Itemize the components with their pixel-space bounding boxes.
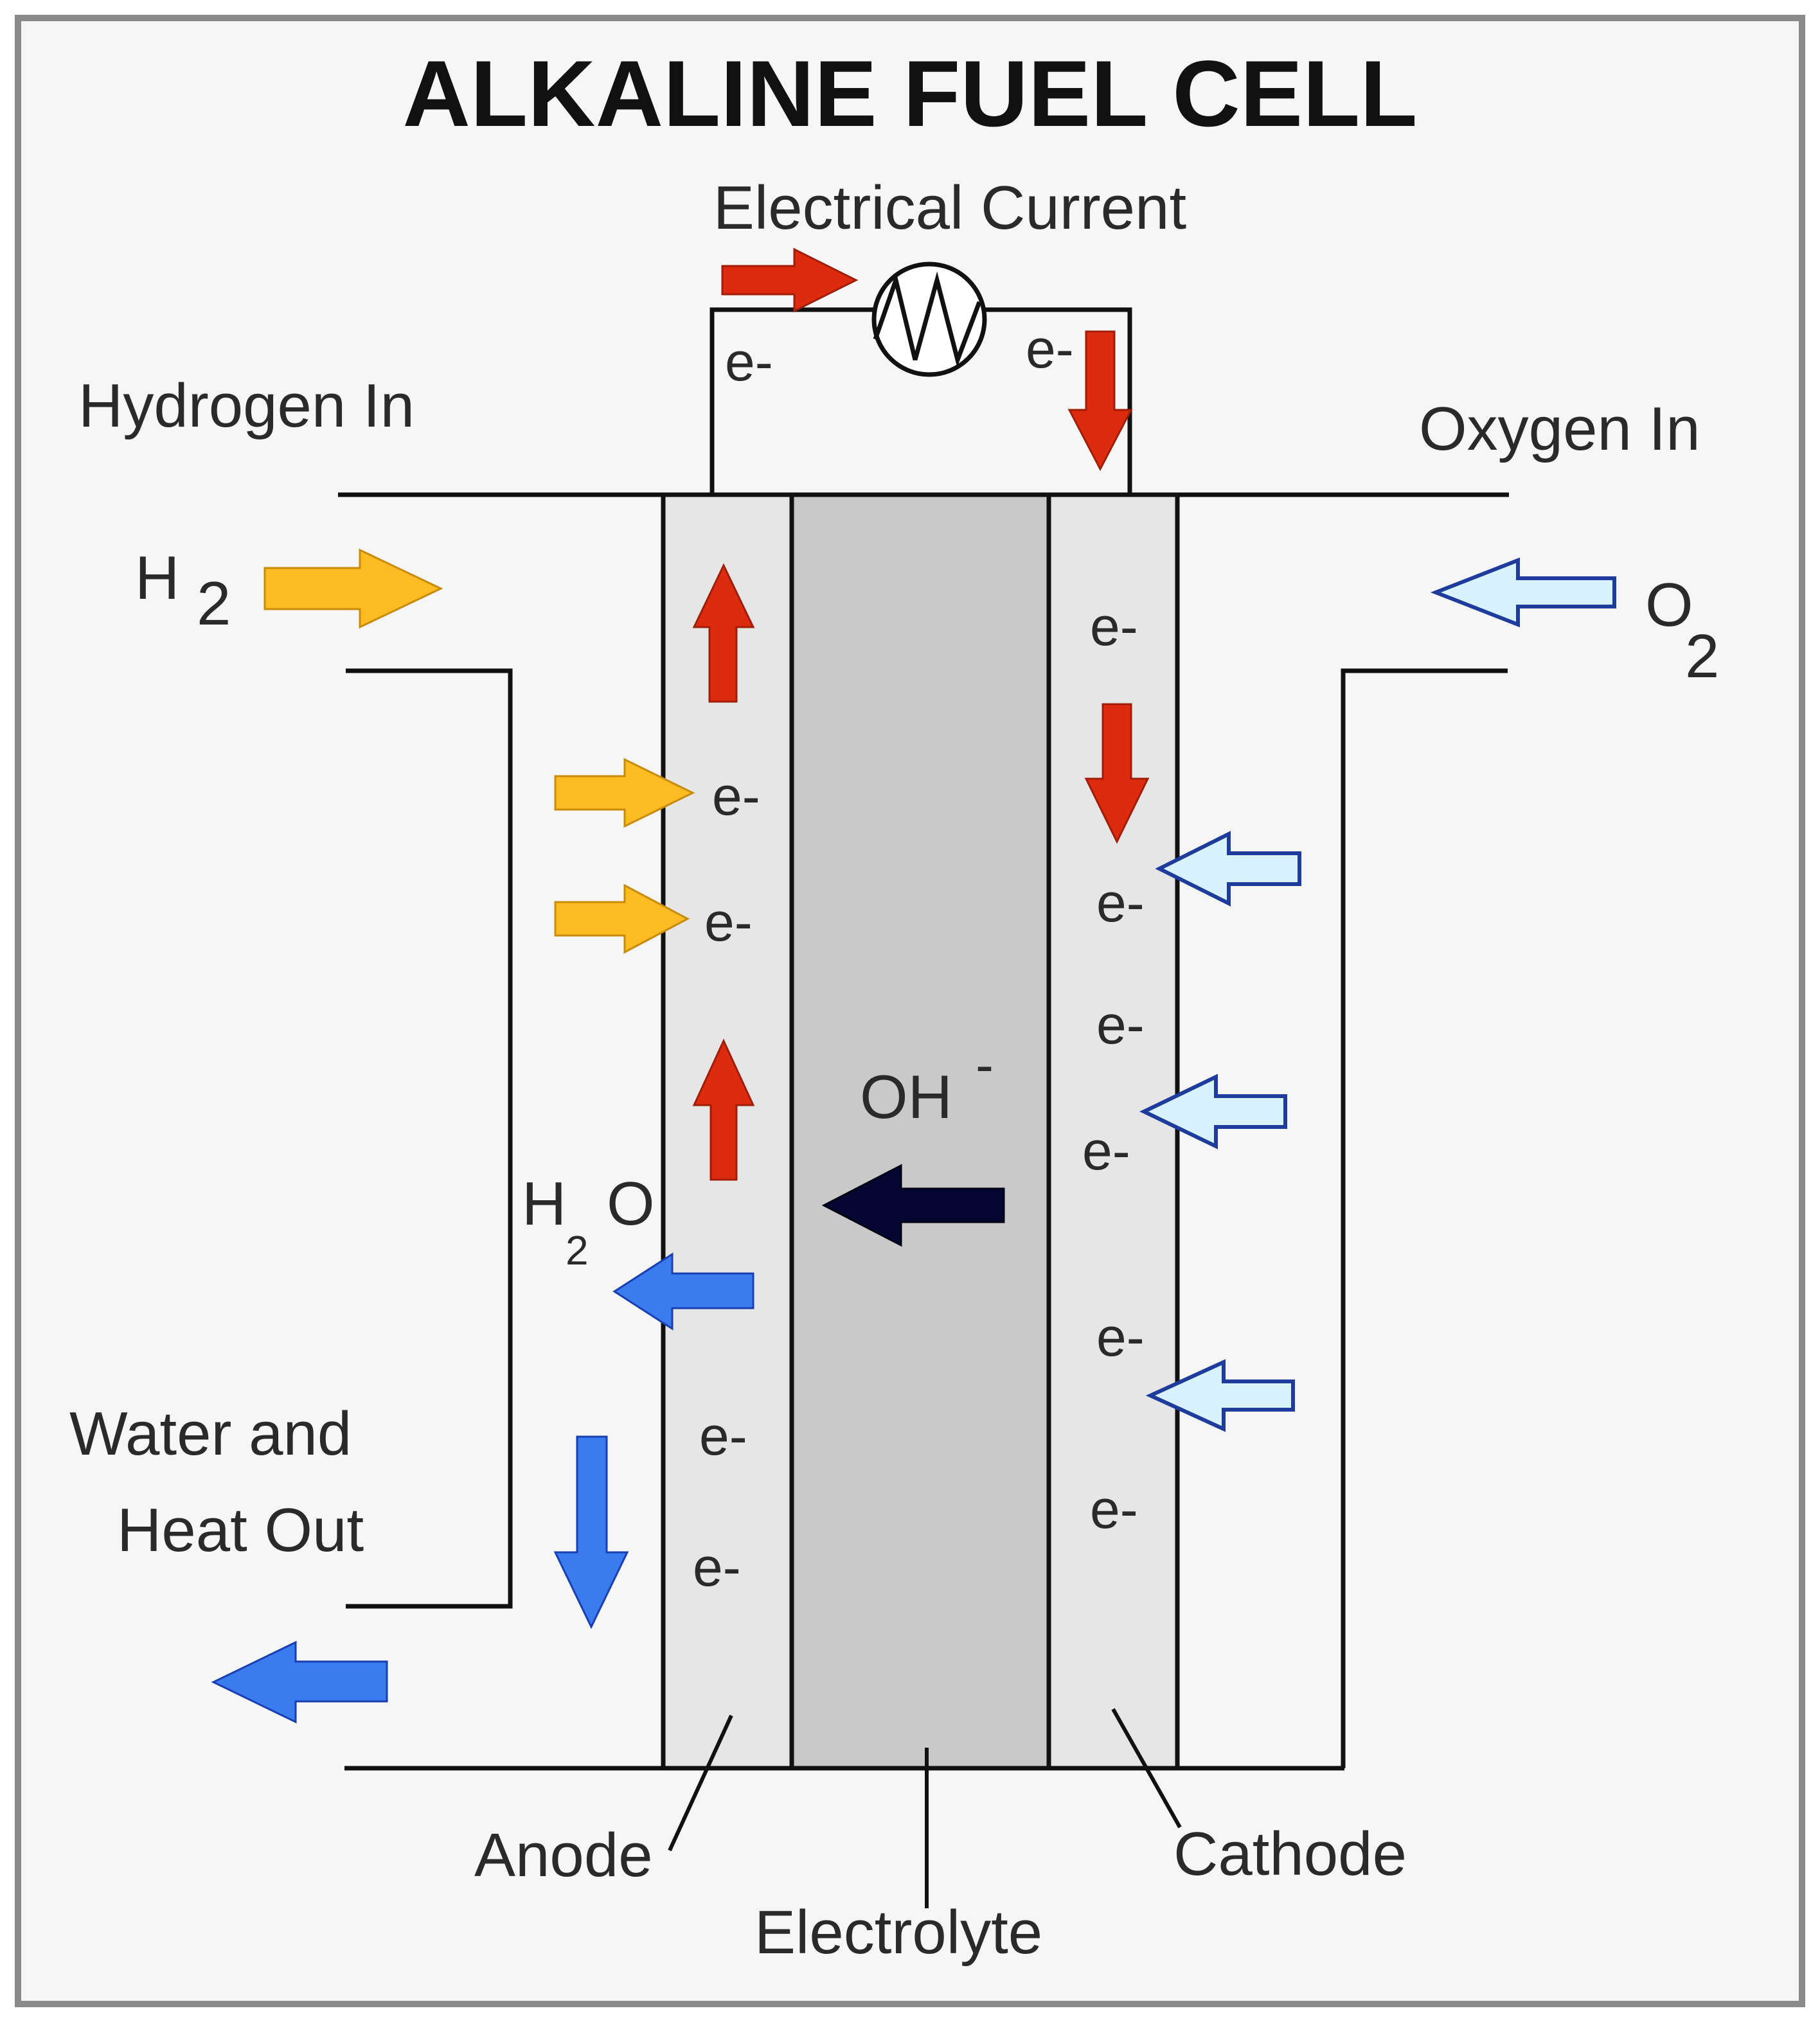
o2-subscript: 2 [1685, 622, 1719, 691]
water-heat-out-label-line2: Heat Out [117, 1496, 364, 1565]
electron-cathode-4: e- [1082, 1121, 1130, 1181]
diagram-title: ALKALINE FUEL CELL [403, 41, 1418, 146]
o2-label: O 2 [1645, 571, 1719, 691]
current-arrow-right [721, 247, 859, 313]
electrolyte-label: Electrolyte [754, 1898, 1042, 1967]
hydrogen-in-label: Hydrogen In [78, 371, 415, 440]
water-arrow-down [553, 1435, 629, 1629]
h2-base: H [135, 544, 179, 612]
current-arrow-down [1067, 330, 1133, 472]
electron-cathode-6: e- [1090, 1479, 1138, 1539]
electron-flow-arrow-cathode [1084, 703, 1150, 844]
electron-anode-1: e- [712, 766, 760, 826]
electron-circuit-right: e- [1026, 319, 1074, 379]
electron-cathode-2: e- [1096, 873, 1145, 933]
electron-cathode-1: e- [1090, 596, 1138, 657]
hydroxide-base: OH [860, 1063, 952, 1131]
cathode-label: Cathode [1173, 1820, 1407, 1888]
anode-label: Anode [474, 1821, 653, 1890]
oxygen-in-arrow [1430, 557, 1616, 628]
cathode-layer [1046, 492, 1180, 1771]
electron-anode-3: e- [699, 1406, 747, 1466]
electrolyte-layer [789, 492, 1051, 1771]
electron-flow-arrow-anode-2 [692, 1038, 755, 1181]
circuit-label: Electrical Current [713, 173, 1186, 242]
hydrogen-arrow-anode-1 [554, 758, 695, 828]
oxygen-arrow-cathode-2 [1139, 1074, 1287, 1149]
hydrogen-arrow-anode-2 [554, 883, 690, 954]
o2-base: O [1645, 571, 1693, 639]
water-heat-out-label-line1: Water and [69, 1399, 352, 1468]
callout-lines [668, 1708, 1182, 1908]
load-resistor-icon [871, 262, 987, 377]
h2o-o: O [607, 1169, 655, 1238]
h2o-subscript: 2 [566, 1227, 589, 1273]
electron-flow-arrow-anode-1 [692, 563, 755, 703]
electron-circuit-left: e- [725, 332, 773, 392]
electron-cathode-5: e- [1096, 1307, 1145, 1367]
external-circuit [709, 307, 1132, 495]
h2-label: H 2 [135, 544, 231, 638]
h2o-label: H 2 O [522, 1169, 655, 1273]
water-heat-out-arrow [211, 1640, 388, 1724]
water-arrow-anode [612, 1252, 754, 1331]
electron-anode-2: e- [704, 892, 753, 952]
h2o-h: H [522, 1169, 566, 1238]
h2-subscript: 2 [197, 569, 231, 638]
oxygen-arrow-cathode-1 [1155, 831, 1301, 907]
oxygen-arrow-cathode-3 [1145, 1359, 1295, 1432]
hydrogen-in-arrow [263, 548, 443, 629]
hydroxide-superscript: - [976, 1034, 994, 1095]
hydroxide-label: OH - [860, 1034, 994, 1131]
oxygen-in-label: Oxygen In [1419, 395, 1700, 463]
electron-cathode-3: e- [1096, 995, 1145, 1055]
electron-anode-4: e- [693, 1537, 741, 1597]
hydroxide-arrow [821, 1164, 1005, 1247]
